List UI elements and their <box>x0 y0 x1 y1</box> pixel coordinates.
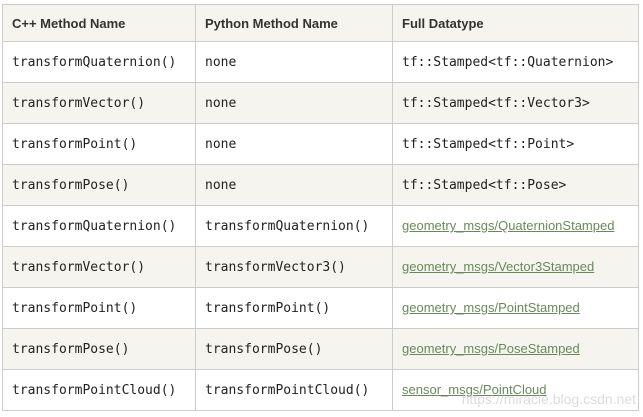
datatype-cell: geometry_msgs/QuaternionStamped <box>392 205 639 247</box>
python-method-cell: transformPose() <box>195 328 393 370</box>
cpp-method-cell: transformPose() <box>2 164 196 206</box>
cpp-method-cell: transformPoint() <box>2 123 196 165</box>
python-method-cell: none <box>195 164 393 206</box>
cpp-method-cell: transformQuaternion() <box>2 41 196 83</box>
table-row: transformPointCloud()transformPointCloud… <box>2 369 639 411</box>
datatype-cell: tf::Stamped<tf::Quaternion> <box>392 41 639 83</box>
datatype-cell: tf::Stamped<tf::Vector3> <box>392 82 639 124</box>
datatype-cell: sensor_msgs/PointCloud <box>392 369 639 411</box>
column-header-full-datatype: Full Datatype <box>392 4 639 42</box>
method-comparison-table: C++ Method Name Python Method Name Full … <box>2 4 639 411</box>
cpp-method-cell: transformVector() <box>2 82 196 124</box>
python-method-cell: none <box>195 123 393 165</box>
table-row: transformVector()transformVector3() geome… <box>2 246 639 288</box>
table-row: transformQuaternion()transformQuaternion… <box>2 205 639 247</box>
python-method-cell: transformQuaternion() <box>195 205 393 247</box>
python-method-cell: transformPoint() <box>195 287 393 329</box>
cpp-method-cell: transformPointCloud() <box>2 369 196 411</box>
datatype-link[interactable]: geometry_msgs/PoseStamped <box>402 341 580 356</box>
datatype-link[interactable]: geometry_msgs/Vector3Stamped <box>402 259 595 274</box>
table-row: transformPoint()transformPoint() geometry… <box>2 287 639 329</box>
datatype-link[interactable]: geometry_msgs/QuaternionStamped <box>402 218 615 233</box>
python-method-cell: none <box>195 82 393 124</box>
column-header-cpp-method: C++ Method Name <box>2 4 196 42</box>
datatype-cell: geometry_msgs/PoseStamped <box>392 328 639 370</box>
python-method-cell: none <box>195 41 393 83</box>
cpp-method-cell: transformPoint() <box>2 287 196 329</box>
table-row: transformPose()transformPose() geometry_m… <box>2 328 639 370</box>
cpp-method-cell: transformVector() <box>2 246 196 288</box>
cpp-method-cell: transformQuaternion() <box>2 205 196 247</box>
datatype-cell: geometry_msgs/PointStamped <box>392 287 639 329</box>
datatype-cell: tf::Stamped<tf::Point> <box>392 123 639 165</box>
table-header: C++ Method Name Python Method Name Full … <box>2 4 639 42</box>
datatype-cell: tf::Stamped<tf::Pose> <box>392 164 639 206</box>
header-row: C++ Method Name Python Method Name Full … <box>2 4 639 42</box>
datatype-cell: geometry_msgs/Vector3Stamped <box>392 246 639 288</box>
column-header-python-method: Python Method Name <box>195 4 393 42</box>
python-method-cell: transformPointCloud() <box>195 369 393 411</box>
cpp-method-cell: transformPose() <box>2 328 196 370</box>
datatype-link[interactable]: sensor_msgs/PointCloud <box>402 382 547 397</box>
datatype-link[interactable]: geometry_msgs/PointStamped <box>402 300 580 315</box>
python-method-cell: transformVector3() <box>195 246 393 288</box>
